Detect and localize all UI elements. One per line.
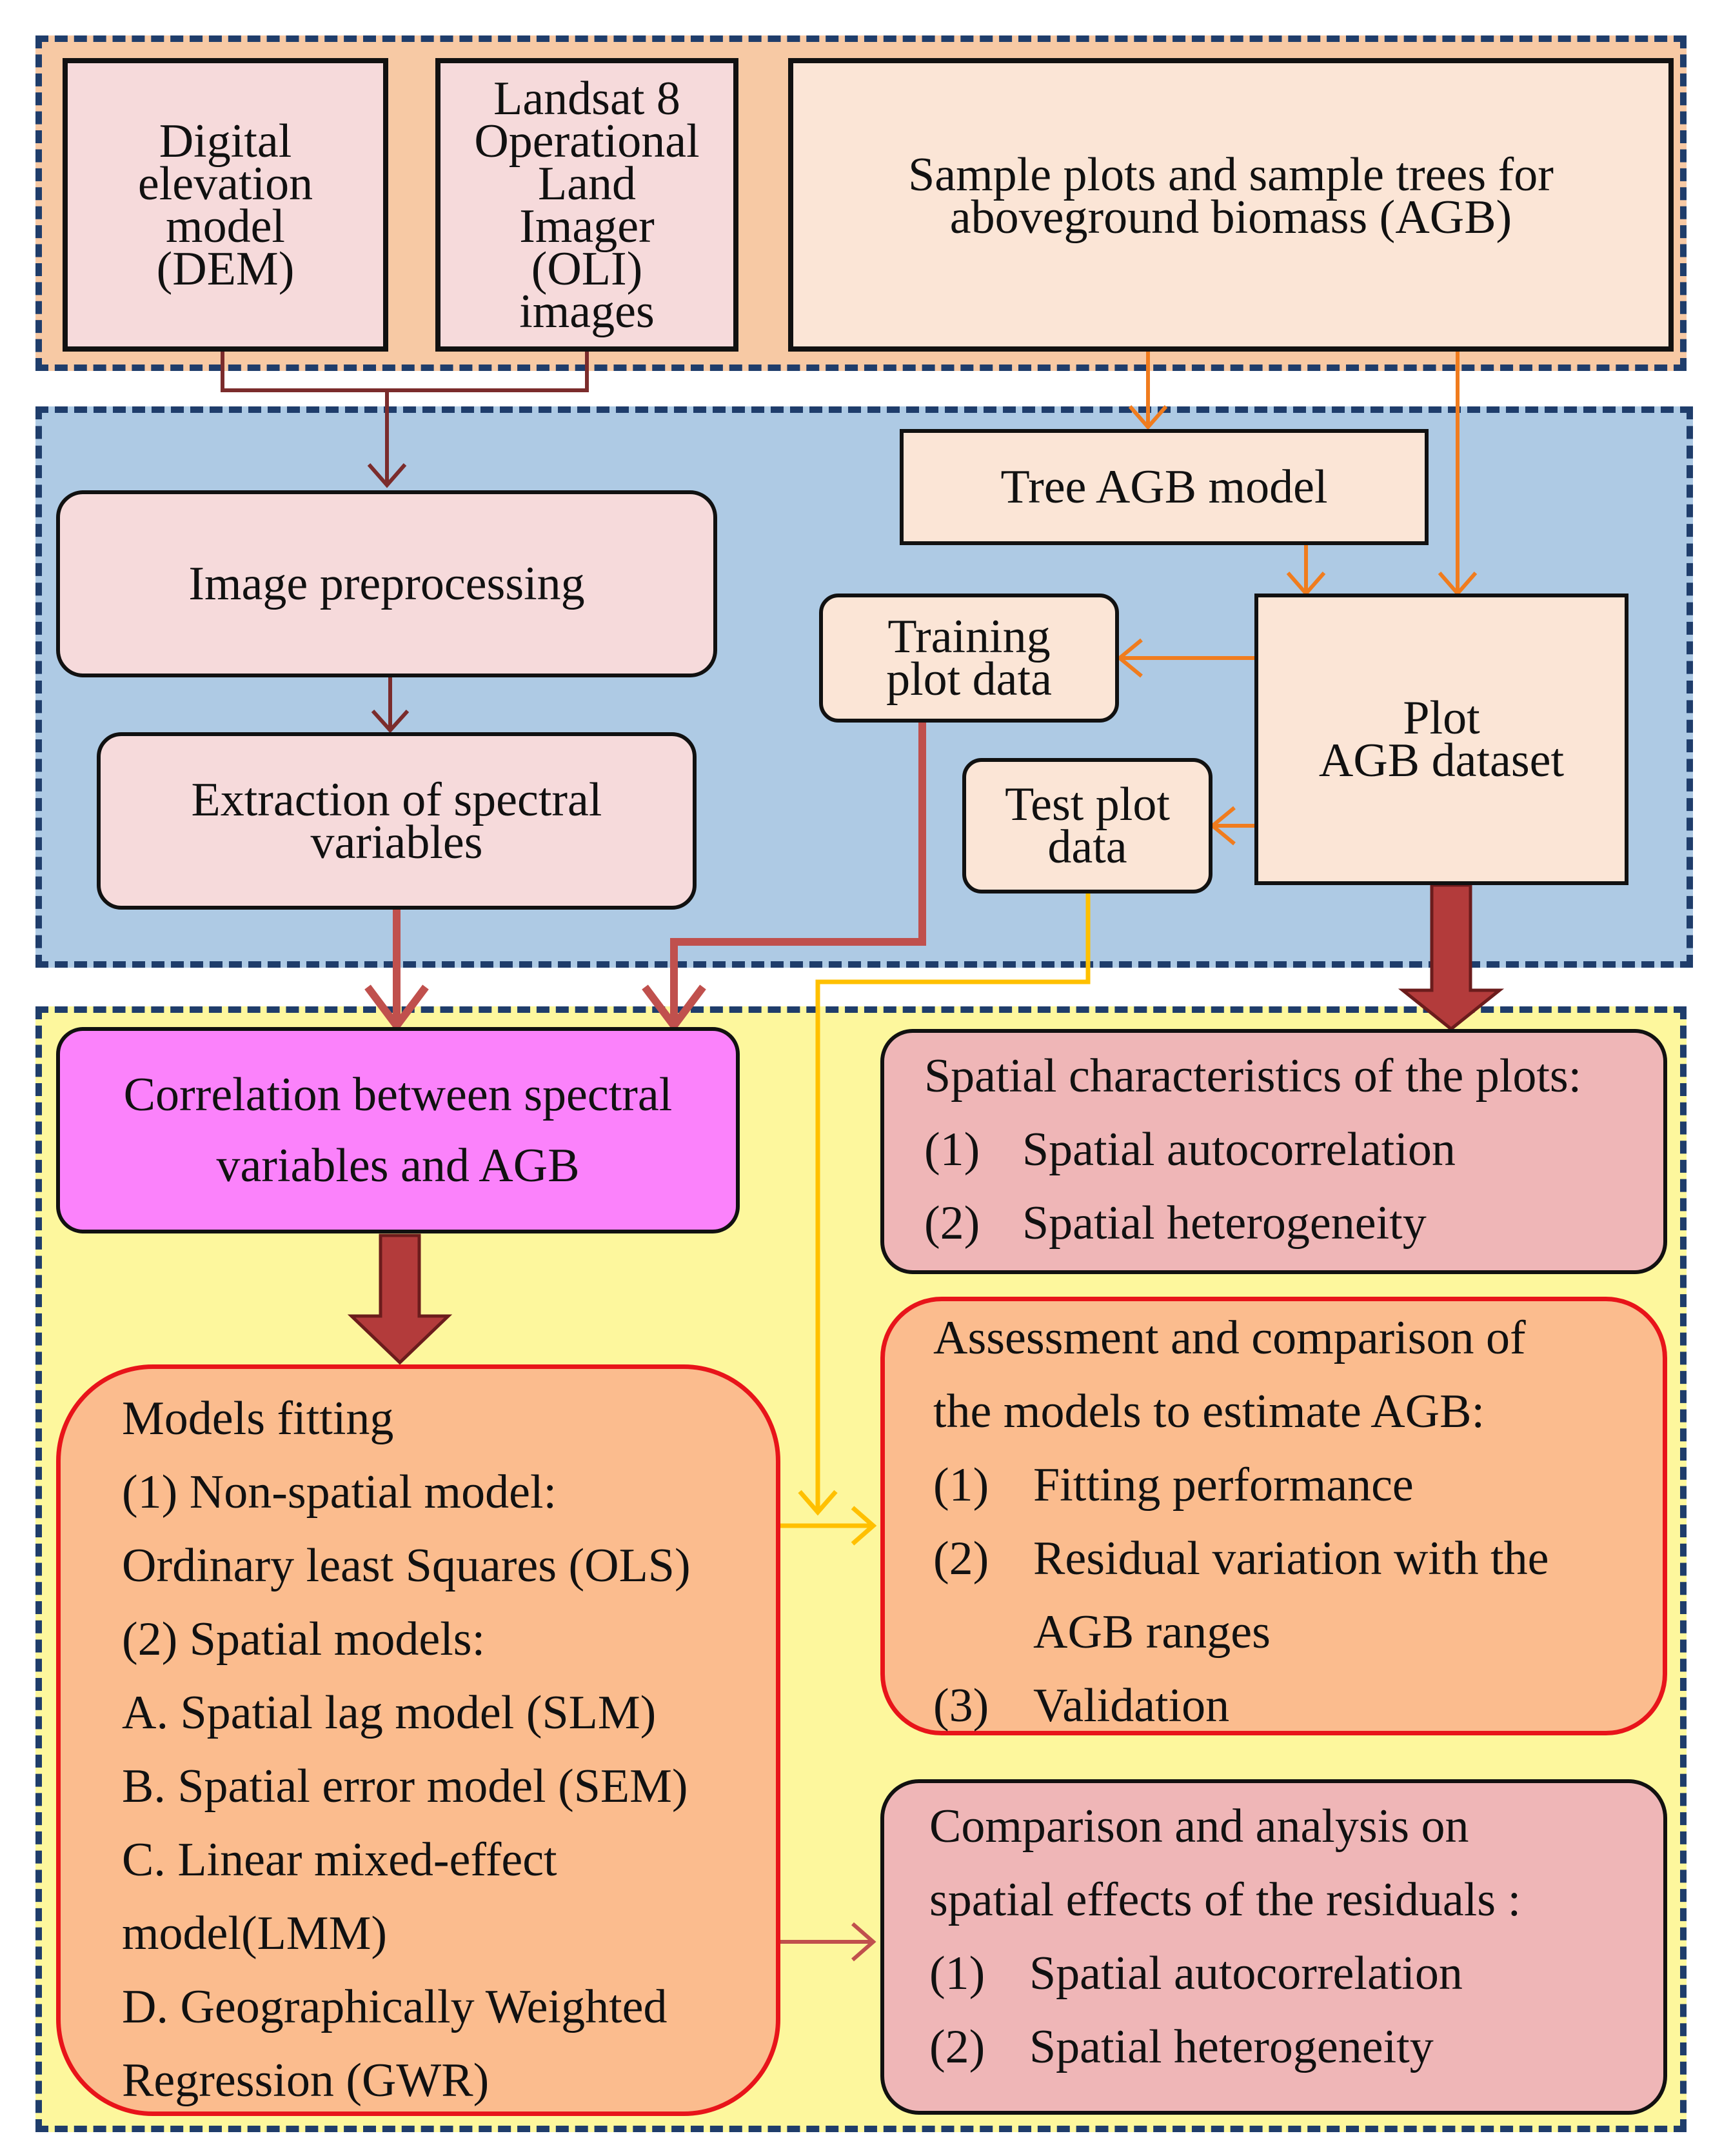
models-fitting-line: Ordinary least Squares (OLS) (122, 1539, 691, 1592)
extraction-to-correlation-arrow (364, 910, 429, 1032)
models-fitting-line: Regression (GWR) (122, 2054, 490, 2107)
samples-to-plot-dataset-arrow (1438, 352, 1478, 597)
plot-dataset-to-test-arrow (1209, 806, 1254, 846)
assessment-item: (3) Validation (933, 1669, 1663, 1742)
models-fitting-line: C. Linear mixed-effect (122, 1833, 557, 1886)
assessment-item: (2) Residual variation with the (933, 1522, 1663, 1595)
sample-plots-line: Sample plots and sample trees for (908, 148, 1554, 201)
correlation-line: variables and AGB (216, 1139, 580, 1192)
residuals-title-line: spatial effects of the residuals : (929, 1873, 1521, 1926)
assessment-item: AGB ranges (933, 1595, 1663, 1669)
training-to-correlation-arrow (642, 723, 926, 1032)
dem-landsat-merge-connector (221, 352, 589, 488)
residuals-title-line: Comparison and analysis on (929, 1800, 1469, 1853)
models-fitting-line: A. Spatial lag model (SLM) (122, 1686, 657, 1739)
item-number: (2) (929, 2021, 985, 2073)
training-plot-data-box: Training plot data (819, 594, 1119, 723)
training-plot-data-line: plot data (886, 653, 1052, 706)
models-fitting-line: model(LMM) (122, 1907, 388, 1960)
item-number (933, 1595, 1033, 1669)
assessment-title-line: Assessment and comparison of (933, 1312, 1526, 1364)
landsat-line: Land (537, 157, 637, 210)
test-plot-data-line: Test plot (1005, 778, 1170, 831)
test-plot-data-box: Test plot data (962, 758, 1212, 893)
correlation-line: Correlation between spectral (123, 1068, 673, 1121)
item-number: (2) (924, 1197, 980, 1250)
correlation-to-models-thick-arrow (347, 1233, 453, 1365)
tree-model-to-plot-dataset-arrow (1286, 545, 1326, 597)
models-fitting-line: B. Spatial error model (SEM) (122, 1760, 688, 1813)
landsat-line: Imager (519, 199, 655, 253)
preprocessing-to-extraction-arrow (371, 677, 410, 734)
item-number: (1) (929, 1947, 985, 2000)
plot-agb-dataset-box: Plot AGB dataset (1254, 594, 1628, 885)
spatial-characteristics-title: Spatial characteristics of the plots: (924, 1050, 1582, 1103)
tree-agb-model-label: Tree AGB model (1000, 461, 1328, 514)
item-text: Spatial heterogeneity (1022, 1197, 1427, 1250)
residuals-box: Comparison and analysis on spatial effec… (880, 1779, 1667, 2115)
dem-line: Digital (159, 114, 292, 168)
samples-to-tree-model-arrow (1128, 352, 1168, 430)
dem-line: (DEM) (156, 242, 295, 295)
extraction-line: variables (310, 815, 483, 869)
landsat-line: images (519, 284, 655, 338)
item-number: (1) (933, 1459, 989, 1512)
dem-line: elevation (137, 157, 313, 210)
item-text: Spatial autocorrelation (1029, 1947, 1463, 2000)
residuals-item: (1) Spatial autocorrelation (929, 1937, 1663, 2010)
item-text: Residual variation with the (1033, 1532, 1549, 1585)
landsat-line: Landsat 8 (493, 72, 680, 125)
spatial-characteristics-item: (1) Spatial autocorrelation (924, 1113, 1663, 1186)
models-to-residuals-arrow (779, 1922, 876, 1962)
sample-plots-box: Sample plots and sample trees for aboveg… (788, 58, 1674, 352)
sample-plots-line: aboveground biomass (AGB) (949, 191, 1512, 244)
dem-line: model (166, 199, 285, 253)
models-fitting-line: D. Geographically Weighted (122, 1981, 668, 2033)
image-preprocessing-box: Image preprocessing (56, 490, 717, 677)
assessment-title-line: the models to estimate AGB: (933, 1385, 1485, 1438)
spatial-characteristics-item: (2) Spatial heterogeneity (924, 1186, 1663, 1260)
plot-dataset-to-training-arrow (1116, 638, 1254, 678)
item-number: (2) (933, 1532, 989, 1585)
extraction-line: Extraction of spectral (191, 773, 602, 826)
dem-box: Digital elevation model (DEM) (63, 58, 388, 352)
models-fitting-line: (2) Spatial models: (122, 1613, 486, 1666)
test-plot-data-line: data (1047, 821, 1127, 873)
assessment-item: (1) Fitting performance (933, 1448, 1663, 1522)
training-plot-data-line: Training (887, 610, 1051, 663)
models-fitting-box: Models fitting (1) Non-spatial model: Or… (56, 1364, 780, 2116)
plot-agb-dataset-line: Plot (1403, 692, 1480, 744)
image-preprocessing-label: Image preprocessing (188, 557, 585, 610)
test-to-assessment-arrow (779, 893, 1091, 1546)
landsat-line: Operational (474, 114, 700, 168)
landsat-box: Landsat 8 Operational Land Imager (OLI) … (435, 58, 738, 352)
assessment-box: Assessment and comparison of the models … (880, 1297, 1667, 1735)
residuals-item: (2) Spatial heterogeneity (929, 2010, 1663, 2084)
item-text: Validation (1033, 1679, 1230, 1732)
item-number: (1) (924, 1123, 980, 1176)
landsat-line: (OLI) (531, 242, 643, 295)
tree-agb-model-box: Tree AGB model (900, 429, 1429, 545)
item-text: AGB ranges (1033, 1606, 1271, 1659)
plot-agb-dataset-line: AGB dataset (1318, 734, 1565, 787)
item-text: Spatial autocorrelation (1022, 1123, 1456, 1176)
plot-dataset-to-spatial-thick-arrow (1398, 883, 1505, 1032)
models-fitting-line: (1) Non-spatial model: (122, 1466, 557, 1519)
spatial-characteristics-box: Spatial characteristics of the plots: (1… (880, 1029, 1667, 1274)
models-fitting-line: Models fitting (122, 1392, 394, 1445)
item-text: Spatial heterogeneity (1029, 2021, 1434, 2073)
item-number: (3) (933, 1679, 989, 1732)
item-text: Fitting performance (1033, 1459, 1414, 1512)
correlation-box: Correlation between spectral variables a… (56, 1027, 740, 1233)
extraction-box: Extraction of spectral variables (97, 732, 697, 910)
